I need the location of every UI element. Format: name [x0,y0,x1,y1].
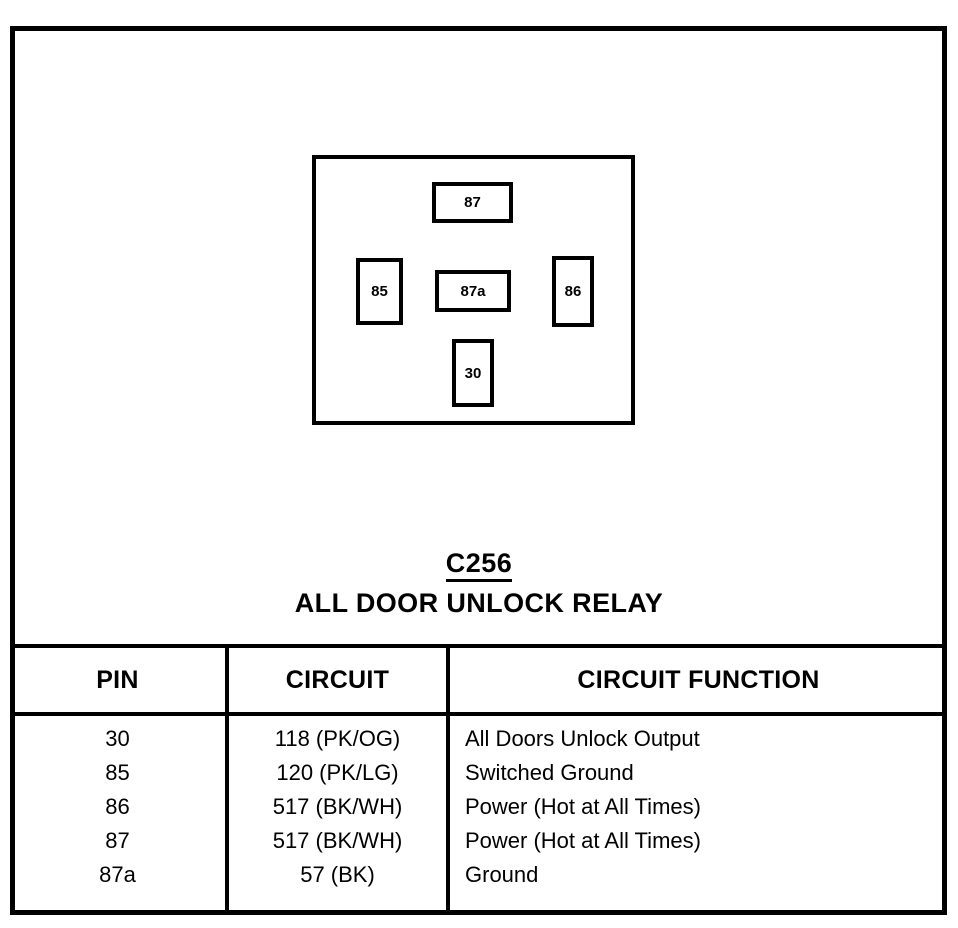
cell-circuit: 517 (BK/WH) [272,828,403,853]
cell-circuit-function: Power (Hot at All Times) [465,794,701,819]
table-header-circuit-function: CIRCUIT FUNCTION [577,665,820,694]
relay-terminal-87-label: 87 [464,194,481,211]
document-frame [10,26,947,915]
cell-circuit: 57 (BK) [300,862,375,887]
relay-terminal-87: 87 [432,182,513,223]
table-body: 30 118 (PK/OG) All Doors Unlock Output 8… [10,722,947,892]
cell-pin: 87a [99,862,136,887]
table-row: 30 118 (PK/OG) All Doors Unlock Output [10,722,947,756]
diagram-title: ALL DOOR UNLOCK RELAY [294,588,664,618]
table-row: 87a 57 (BK) Ground [10,858,947,892]
table-row: 85 120 (PK/LG) Switched Ground [10,756,947,790]
table-column-divider-2 [446,644,450,915]
table-header-pin: PIN [96,665,139,694]
cell-circuit-function: Ground [465,862,539,887]
relay-terminal-86: 86 [552,256,594,327]
table-header-rule [10,712,947,716]
cell-pin: 87 [105,828,130,853]
relay-terminal-30-label: 30 [464,364,482,382]
relay-terminal-85-label: 85 [371,283,388,300]
cell-pin: 86 [105,794,130,819]
relay-terminal-30: 30 [452,339,494,407]
table-header-circuit: CIRCUIT [285,665,390,694]
cell-circuit-function: All Doors Unlock Output [465,726,700,751]
relay-terminal-87a-label: 87a [460,282,486,300]
cell-circuit-function: Power (Hot at All Times) [465,828,701,853]
table-top-rule [10,644,947,648]
table-row: 86 517 (BK/WH) Power (Hot at All Times) [10,790,947,824]
table-column-divider-1 [225,644,229,915]
relay-terminal-87a: 87a [435,270,511,312]
cell-pin: 85 [105,760,130,785]
relay-terminal-85: 85 [356,258,403,325]
table-row: 87 517 (BK/WH) Power (Hot at All Times) [10,824,947,858]
cell-circuit: 120 (PK/LG) [276,760,399,785]
cell-circuit: 517 (BK/WH) [272,794,403,819]
cell-circuit: 118 (PK/OG) [274,726,401,751]
pinout-table: PIN CIRCUIT CIRCUIT FUNCTION 30 118 (PK/… [10,644,947,915]
connector-id-text: C256 [445,548,513,582]
cell-pin: 30 [105,726,130,751]
cell-circuit-function: Switched Ground [465,760,634,785]
relay-terminal-86-label: 86 [564,283,582,300]
connector-id-caption: C256 [0,548,958,582]
